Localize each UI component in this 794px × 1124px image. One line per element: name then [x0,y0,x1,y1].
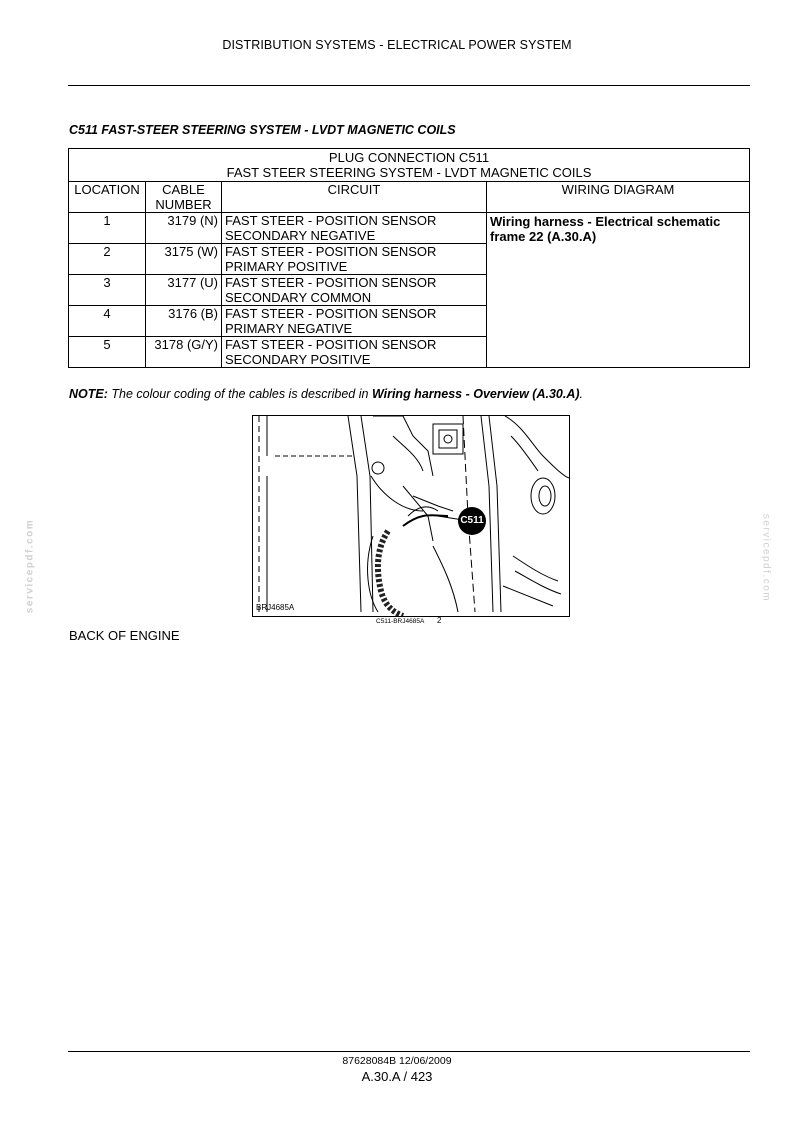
footer-document-id: 87628084B 12/06/2009 [342,1055,452,1067]
table-title-line-1: PLUG CONNECTION C511 [328,150,490,165]
note: NOTE: The colour coding of the cables is… [69,387,583,401]
circuit-line-1: FAST STEER - POSITION SENSOR [225,244,437,259]
table-row: 2 3175 (W) FAST STEER - POSITION SENSOR … [68,243,750,275]
figure-corner-label: BRJ4685A [256,603,295,612]
circuit-line-2: PRIMARY NEGATIVE [225,321,353,336]
table-header-row: LOCATION CABLE NUMBER CIRCUIT WIRING DIA… [68,181,750,213]
header-circuit: CIRCUIT [221,181,487,213]
page-header: DISTRIBUTION SYSTEMS - ELECTRICAL POWER … [222,38,572,52]
note-text: The colour coding of the cables is descr… [107,387,372,401]
section-title: C511 FAST-STEER STEERING SYSTEM - LVDT M… [69,123,456,137]
figure-description: BACK OF ENGINE [69,628,180,643]
header-cable-line-1: CABLE [162,182,205,197]
engine-figure: C511 BRJ4685A [252,415,570,617]
header-location: LOCATION [68,181,146,213]
table-row: 3 3177 (U) FAST STEER - POSITION SENSOR … [68,274,750,306]
table-row: 4 3176 (B) FAST STEER - POSITION SENSOR … [68,305,750,337]
note-end: . [579,387,584,401]
cell-circuit: FAST STEER - POSITION SENSOR PRIMARY NEG… [221,305,487,337]
table-row: 5 3178 (G/Y) FAST STEER - POSITION SENSO… [68,336,750,368]
cell-cable: 3175 (W) [145,243,222,275]
circuit-line-2: SECONDARY COMMON [225,290,372,305]
table-row: 1 3179 (N) FAST STEER - POSITION SENSOR … [68,212,750,368]
note-link[interactable]: Wiring harness - Overview (A.30.A) [371,387,580,401]
circuit-line-2: SECONDARY NEGATIVE [225,228,376,243]
circuit-line-1: FAST STEER - POSITION SENSOR [225,275,437,290]
circuit-line-2: SECONDARY POSITIVE [225,352,371,367]
cell-circuit: FAST STEER - POSITION SENSOR SECONDARY C… [221,274,487,306]
header-wiring-diagram: WIRING DIAGRAM [486,181,750,213]
cell-location: 1 [68,212,146,244]
watermark-left: servicepdf.com [24,518,36,614]
cell-cable: 3179 (N) [145,212,222,244]
header-cable-line-2: NUMBER [155,197,212,212]
engine-line-drawing [258,416,569,616]
cell-cable: 3178 (G/Y) [145,336,222,368]
plug-connection-table: PLUG CONNECTION C511 FAST STEER STEERING… [68,148,750,368]
circuit-line-1: FAST STEER - POSITION SENSOR [225,337,437,352]
cell-location: 4 [68,305,146,337]
circuit-line-1: FAST STEER - POSITION SENSOR [225,213,437,228]
table-title-row: PLUG CONNECTION C511 FAST STEER STEERING… [68,148,750,182]
cell-cable: 3176 (B) [145,305,222,337]
cell-circuit: FAST STEER - POSITION SENSOR SECONDARY P… [221,336,487,368]
table-title-line-2: FAST STEER STEERING SYSTEM - LVDT MAGNET… [226,165,592,180]
header-cable-number: CABLE NUMBER [145,181,222,213]
cell-location: 2 [68,243,146,275]
figure-caption: C511-BRJ4685A [376,618,425,625]
cell-circuit: FAST STEER - POSITION SENSOR PRIMARY POS… [221,243,487,275]
note-label: NOTE: [69,387,108,401]
table-title-cell: PLUG CONNECTION C511 FAST STEER STEERING… [68,148,750,182]
c511-callout: C511 [458,507,486,535]
cell-circuit: FAST STEER - POSITION SENSOR SECONDARY N… [221,212,487,244]
header-divider [68,85,750,86]
watermark-right: servicepdf.com [760,513,772,603]
footer-page-number: A.30.A / 423 [361,1069,433,1084]
cell-location: 5 [68,336,146,368]
figure-number: 2 [437,616,442,625]
footer-divider [68,1051,750,1052]
circuit-line-2: PRIMARY POSITIVE [225,259,348,274]
cell-location: 3 [68,274,146,306]
circuit-line-1: FAST STEER - POSITION SENSOR [225,306,437,321]
cell-cable: 3177 (U) [145,274,222,306]
cell-wiring-diagram: Wiring harness - Electrical schematic fr… [486,212,750,368]
wiring-diagram-link[interactable]: Wiring harness - Electrical schematic fr… [490,214,721,244]
